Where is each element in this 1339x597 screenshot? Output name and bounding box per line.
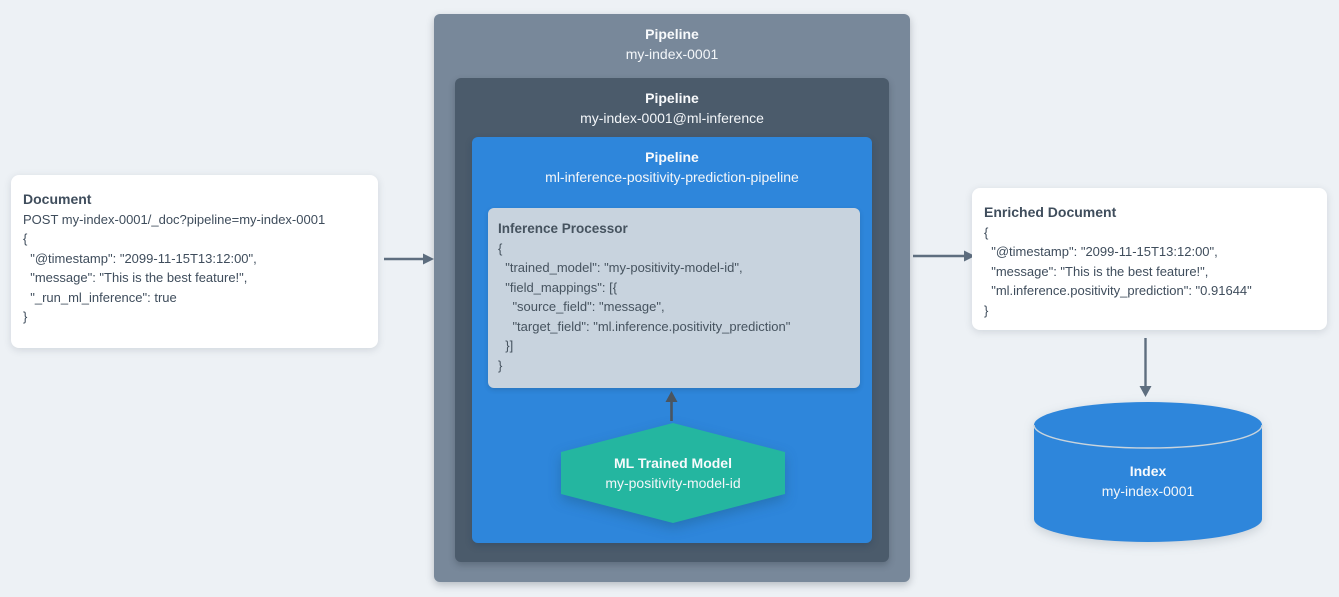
ml-trained-model-name: my-positivity-model-id (605, 475, 741, 491)
arrow-model-to-processor-icon (665, 391, 678, 421)
pipeline-inner-title: Pipeline (645, 90, 699, 106)
inference-processor-title: Inference Processor (498, 221, 628, 236)
ml-trained-model-title: ML Trained Model (614, 455, 732, 471)
index-cylinder (1033, 401, 1263, 543)
pipeline-prediction-title: Pipeline (645, 149, 699, 165)
pipeline-inner-name: my-index-0001@ml-inference (580, 110, 764, 126)
pipeline-outer-name: my-index-0001 (625, 46, 719, 62)
ml-trained-model-shape: ML Trained Model my-positivity-model-id (561, 423, 785, 523)
document-card: Document POST my-index-0001/_doc?pipelin… (11, 175, 378, 348)
document-card-title: Document (23, 191, 92, 207)
enriched-document-code: { "@timestamp": "2099-11-15T13:12:00", "… (984, 224, 1252, 318)
pipeline-prediction-name: ml-inference-positivity-prediction-pipel… (545, 169, 799, 185)
enriched-document-title: Enriched Document (984, 204, 1117, 220)
arrow-document-to-pipeline-icon (384, 253, 434, 265)
enriched-document-card: Enriched Document { "@timestamp": "2099-… (972, 188, 1327, 330)
cylinder-shape-icon (1033, 402, 1263, 542)
ml-trained-model-hexagon: ML Trained Model my-positivity-model-id (561, 423, 785, 523)
index-title: Index (1129, 463, 1167, 479)
index-label: Index my-index-0001 (1033, 401, 1263, 543)
inference-processor-box: Inference Processor { "trained_model": "… (488, 208, 860, 388)
arrow-enriched-to-index-icon (1139, 338, 1152, 397)
pipeline-outer-title: Pipeline (645, 26, 699, 42)
index-name: my-index-0001 (1101, 483, 1195, 499)
document-card-code: POST my-index-0001/_doc?pipeline=my-inde… (23, 211, 326, 325)
arrow-pipeline-to-enriched-icon (913, 250, 975, 262)
inference-processor-code: { "trained_model": "my-positivity-model-… (498, 240, 791, 373)
